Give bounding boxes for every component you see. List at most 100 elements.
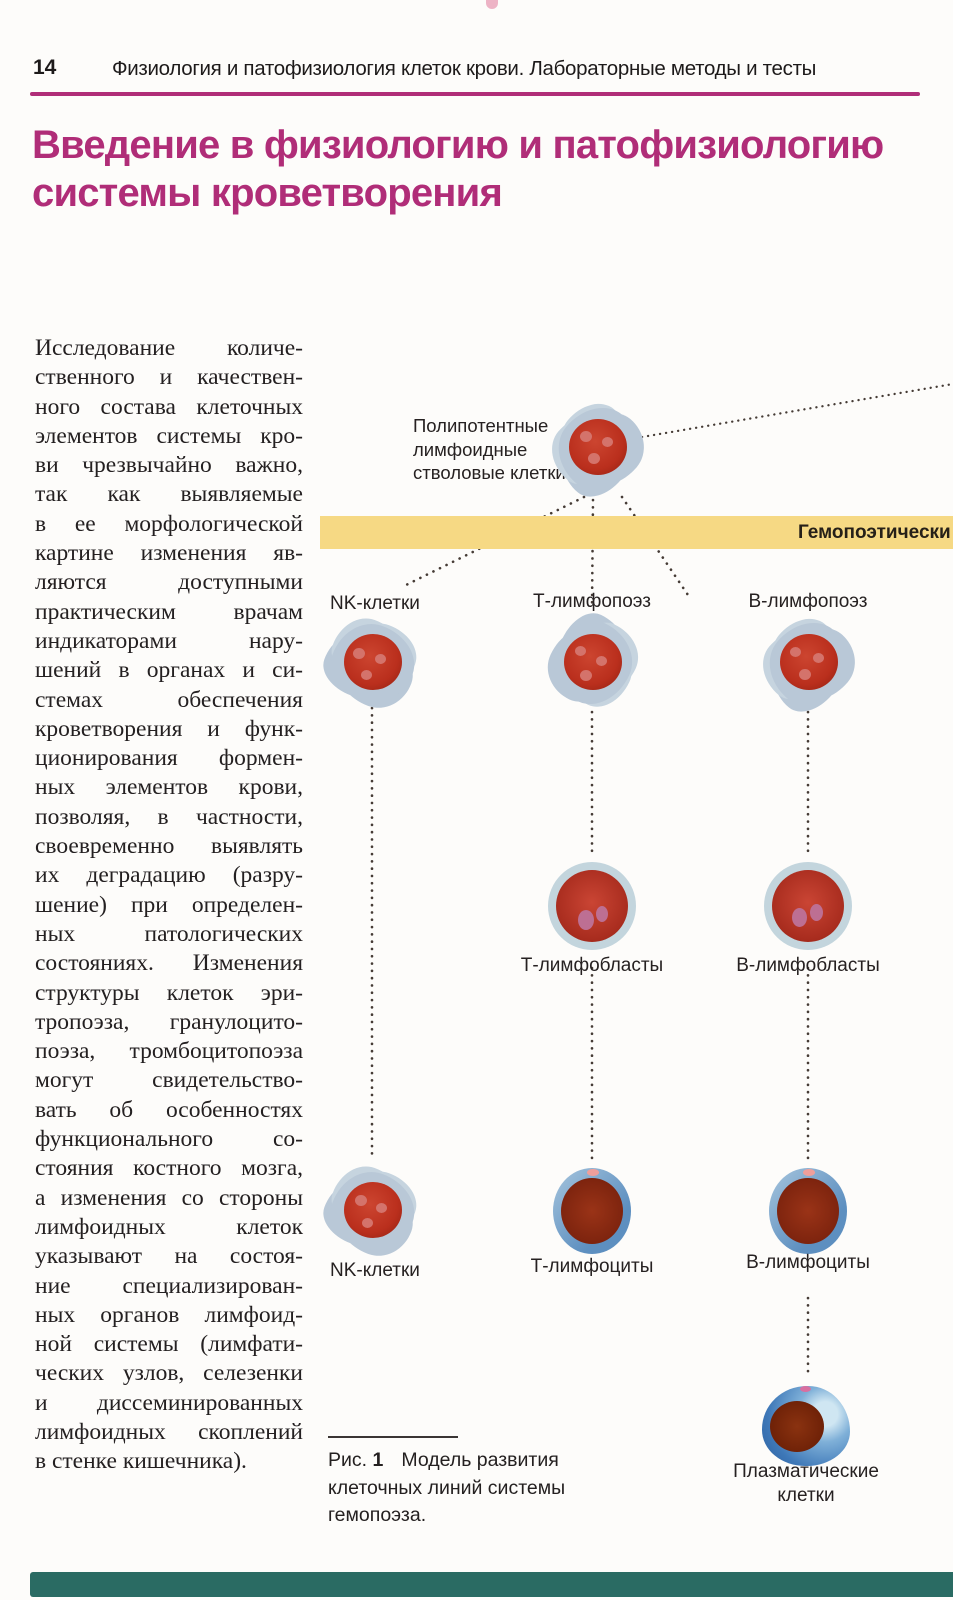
nucleolus <box>361 670 372 680</box>
hematopoietic-band: Гемопоэтически <box>320 516 953 549</box>
footer-teal-band <box>30 1572 953 1597</box>
body-line: в ее морфологической <box>35 510 303 537</box>
nucleolus <box>376 1203 387 1213</box>
body-line: тропоэза, гранулоцито- <box>35 1008 303 1035</box>
plasma-label-line: клетки <box>777 1485 835 1506</box>
nucleolus <box>355 1195 367 1206</box>
body-line: ви чрезвычайно важно, <box>35 452 303 479</box>
caption-line: клеточных линий системы <box>328 1476 566 1499</box>
body-line: так как выявляемые <box>35 481 303 508</box>
stem-cell-illustration <box>542 392 654 504</box>
caption-text: Модель развития <box>401 1449 559 1471</box>
body-line: структуры клеток эри- <box>35 979 303 1006</box>
body-line: кроветворения и функ- <box>35 715 303 742</box>
label-b-lymphopoiesis: В-лимфопоэз <box>748 591 868 612</box>
body-line: элементов системы кро- <box>35 422 303 449</box>
page-number: 14 <box>33 56 57 79</box>
body-line: лимфоидных клеток <box>35 1213 303 1240</box>
b-lymphoblast-cell-illustration <box>764 862 852 950</box>
running-title: Физиология и патофизиология клеток крови… <box>112 57 817 80</box>
body-line: а изменения со стороны <box>35 1184 303 1211</box>
body-line: их деградацию (разру- <box>35 862 303 889</box>
cell-nucleus <box>772 870 844 942</box>
b-progenitor-cell-illustration <box>753 607 865 719</box>
label-nk-cells-bottom: NK-клетки <box>330 1260 420 1281</box>
b-lymphocyte-cell-illustration <box>769 1168 847 1254</box>
cell-nucleus <box>561 1178 623 1244</box>
label-t-lymphocytes: Т-лимфоциты <box>530 1256 654 1277</box>
nucleolus <box>362 1218 373 1228</box>
stem-cell-label: Полипотентные лимфоидные стволовые клетк… <box>413 414 566 485</box>
connector-stem-to-offpage <box>640 382 953 439</box>
nucleolus <box>790 647 801 657</box>
stem-label-line: Полипотентные <box>413 415 549 436</box>
nucleolus <box>375 654 386 664</box>
cell-nucleus <box>780 634 838 690</box>
caption-line: Рис. 1 Модель развития <box>328 1447 628 1475</box>
label-b-lymphoblasts: В-лимфобласты <box>736 955 880 976</box>
nucleolus <box>580 431 592 442</box>
nucleolus <box>596 656 607 666</box>
stem-label-line: лимфоидные <box>413 438 528 460</box>
body-line: состояниях. Изменения <box>35 950 303 977</box>
body-line: ных патологических <box>35 920 303 947</box>
caption-number: 1 <box>372 1449 384 1471</box>
body-line: указывают на состоя- <box>35 1243 303 1270</box>
body-line: своевременно выявлять <box>35 833 303 860</box>
label-b-lymphocytes: В-лимфоциты <box>746 1252 870 1273</box>
caption-prefix: Рис. <box>328 1449 368 1471</box>
nucleolus <box>602 437 613 447</box>
figure-caption: Рис. 1 Модель развития клеточных линий си… <box>328 1447 628 1530</box>
body-line: стемах обеспечения <box>35 686 303 713</box>
nucleolus <box>799 669 811 680</box>
body-line: поэза, тромбоцитопоэза <box>35 1038 303 1065</box>
body-line: ной системы (лимфати- <box>35 1331 303 1358</box>
body-line: ческих узлов, селезенки <box>35 1360 303 1387</box>
body-line: могут свидетельство- <box>35 1067 303 1094</box>
body-line: в стенке кишечника). <box>35 1448 247 1475</box>
cell-nucleus <box>564 634 622 690</box>
body-line: позволяя, в частности, <box>35 803 303 830</box>
body-line: функционального со- <box>35 1126 303 1153</box>
t-progenitor-cell-illustration <box>541 609 645 717</box>
nucleolus <box>596 906 608 922</box>
body-line: картине изменения яв- <box>35 540 303 567</box>
nucleolus <box>792 908 807 927</box>
body-text-column: Исследование количе-ственного и качестве… <box>35 334 303 1477</box>
plasma-label-line: Плазматические <box>733 1461 879 1482</box>
body-line: шение) при определен- <box>35 891 303 918</box>
nk-cell-illustration <box>321 1161 425 1261</box>
nucleolus <box>813 653 824 663</box>
body-line: и диссеминированных <box>35 1389 303 1416</box>
body-line: ционирования формен- <box>35 745 303 772</box>
t-lymphoblast-cell-illustration <box>548 862 636 950</box>
cell-nucleus <box>556 870 628 942</box>
nucleolus <box>810 904 823 921</box>
label-t-lymphopoiesis: Т-лимфопоэз <box>533 591 651 612</box>
body-line: индикаторами нару- <box>35 627 303 654</box>
body-line: ных элементов крови, <box>35 774 303 801</box>
body-line: ственного и качествен- <box>35 364 303 391</box>
caption-line: гемопоэза. <box>328 1504 427 1526</box>
cell-nucleus <box>569 419 627 475</box>
nucleolus <box>575 646 586 656</box>
t-lymphocyte-cell-illustration <box>553 1168 631 1254</box>
body-line: ных органов лимфоид- <box>35 1301 303 1328</box>
nucleolus <box>588 453 600 464</box>
nucleolus <box>353 648 365 659</box>
hematopoietic-band-label: Гемопоэтически <box>798 522 951 543</box>
cell-nucleus <box>777 1178 839 1244</box>
body-line: стояния костного мозга, <box>35 1155 303 1182</box>
body-line: лимфоидных скоплений <box>35 1418 303 1445</box>
caption-rule <box>328 1436 458 1438</box>
chapter-heading: Введение в физиологию и патофизиологию с… <box>32 123 884 215</box>
cell-nucleus <box>770 1401 824 1452</box>
nk-progenitor-cell-illustration <box>321 613 425 713</box>
scan-artifact <box>486 0 498 9</box>
plasma-cell-illustration <box>762 1386 850 1466</box>
stem-label-line: стволовые клетки <box>413 462 566 483</box>
nucleolus <box>580 670 592 681</box>
cell-nucleus <box>344 1182 402 1238</box>
body-line: практическим врачам <box>35 598 303 625</box>
